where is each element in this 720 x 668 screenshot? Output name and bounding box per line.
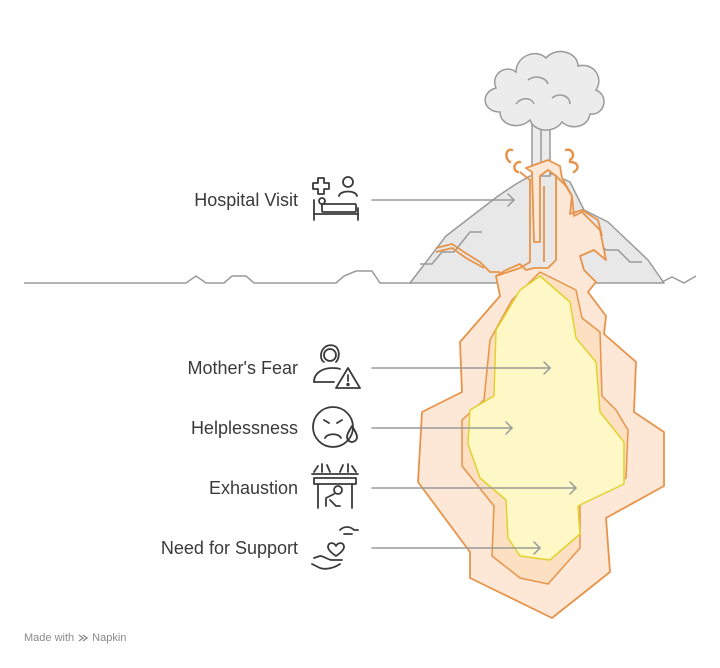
footer-attribution: Made with Napkin (24, 632, 126, 644)
hospital-bed-icon (312, 176, 359, 221)
ground-line (24, 270, 412, 284)
person-warning-icon (313, 344, 361, 389)
footer-made-with: Made with (24, 632, 75, 644)
label-exhaustion: Exhaustion (208, 478, 298, 498)
label-hospital-visit: Hospital Visit (194, 190, 298, 210)
lava-sparks (505, 148, 579, 174)
inner-magma-chamber (467, 275, 625, 561)
crying-face-icon (312, 406, 358, 448)
mountain-ridge (420, 231, 482, 265)
exhausted-person-icon (311, 463, 359, 509)
lava-conduit (435, 171, 603, 277)
label-need-for-support: Need for Support (160, 538, 298, 558)
footer-brand: Napkin (92, 632, 127, 644)
napkin-logo-icon (78, 634, 89, 642)
leader-lines (371, 193, 578, 555)
hands-heart-icon (311, 526, 359, 570)
label-helplessness: Helplessness (190, 418, 298, 438)
smoke-cloud (484, 50, 605, 131)
ground-line-right (659, 275, 697, 284)
label-mothers-fear: Mother's Fear (187, 358, 298, 378)
